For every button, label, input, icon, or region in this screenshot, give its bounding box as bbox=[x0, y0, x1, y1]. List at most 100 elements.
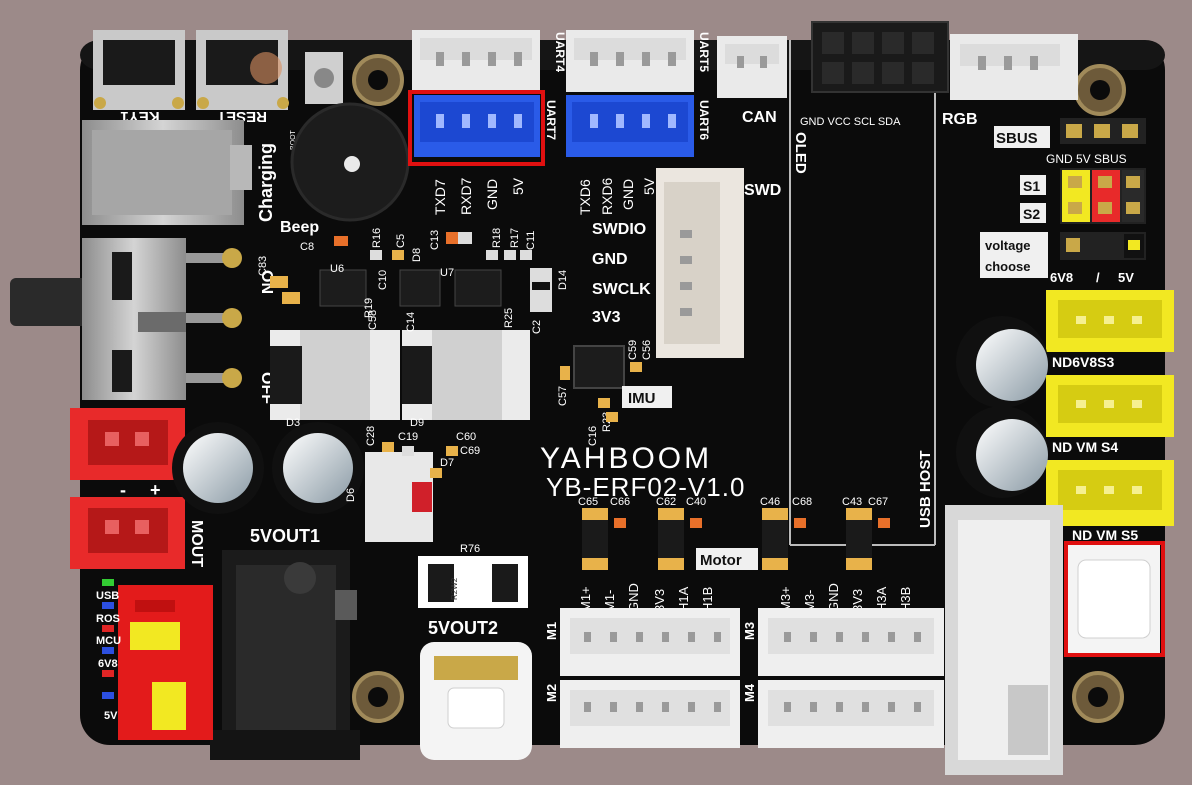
uart7-pin-label: GND bbox=[484, 179, 500, 210]
designator: C10 bbox=[377, 270, 389, 290]
mout-connector bbox=[70, 408, 185, 569]
designator: C62 bbox=[656, 496, 676, 508]
oled-label: OLED bbox=[792, 132, 809, 174]
designator: C28 bbox=[365, 426, 377, 446]
electrolytic-capacitors-left bbox=[172, 422, 364, 514]
choose-label: choose bbox=[985, 259, 1031, 274]
smd-parts bbox=[270, 232, 642, 478]
r2w2-label: R2W2 bbox=[450, 577, 459, 600]
designator: C58 bbox=[367, 310, 379, 330]
power-switch bbox=[10, 238, 242, 400]
led-label-mcu: MCU bbox=[96, 635, 121, 647]
designator: C68 bbox=[792, 496, 812, 508]
voltage-choose-bg bbox=[980, 232, 1048, 278]
uart6-label: UART6 bbox=[697, 100, 711, 140]
s4-pin-labels: ND VM S4 bbox=[1052, 439, 1118, 455]
can-label: CAN bbox=[742, 109, 777, 126]
motor-pin-label: H1A bbox=[676, 586, 691, 612]
uart6-pin-label: TXD6 bbox=[577, 179, 593, 215]
status-leds bbox=[102, 579, 114, 699]
component-designators: C8 C83 U6 R16 C5 C13 R18 R17 C11 D14 U7 … bbox=[257, 228, 888, 508]
voltage-6v8-label: 6V8 bbox=[1050, 270, 1073, 285]
motor-pin-label: H1B bbox=[700, 587, 715, 612]
designator: C11 bbox=[525, 231, 537, 250]
uart6-pin-label: RXD6 bbox=[599, 177, 615, 215]
s2-label: S2 bbox=[1023, 206, 1040, 222]
motor-label: Motor bbox=[700, 552, 742, 569]
shunt-resistor bbox=[418, 556, 528, 608]
boot-button-part bbox=[305, 52, 343, 104]
designator: C59 bbox=[627, 340, 639, 360]
designator: C65 bbox=[578, 496, 598, 508]
key1-button-part bbox=[93, 30, 185, 110]
designator: U7 bbox=[440, 267, 454, 279]
swd-pin-label: 3V3 bbox=[592, 309, 621, 326]
boot-label: BOOT bbox=[290, 129, 297, 150]
swd-label: SWD bbox=[744, 182, 781, 199]
s3-pin-labels: ND6V8S3 bbox=[1052, 354, 1114, 370]
motor-driver-components bbox=[582, 508, 890, 570]
power-inductors bbox=[270, 330, 530, 420]
motor-pin-label: GND bbox=[826, 583, 841, 612]
brand-logo: YAHBOOM bbox=[540, 442, 712, 475]
uart7-pin-label: RXD7 bbox=[458, 177, 474, 215]
designator: U6 bbox=[330, 263, 344, 275]
sbus-pin-labels: GND 5V SBUS bbox=[1046, 152, 1127, 166]
s1-label-bg bbox=[1020, 175, 1046, 195]
usb-c-highlight-box bbox=[1064, 541, 1165, 657]
beep-label: Beep bbox=[280, 219, 319, 236]
swd-pin-label: SWCLK bbox=[592, 281, 651, 298]
motor-pin-label: 3V3 bbox=[850, 589, 865, 612]
usb-c-port-5vout2 bbox=[420, 642, 532, 760]
designator: C56 bbox=[641, 340, 653, 360]
motor-label-bg bbox=[696, 548, 758, 570]
r76-label: R76 bbox=[460, 543, 480, 555]
designator: D3 bbox=[286, 417, 300, 429]
designator: C19 bbox=[398, 431, 418, 443]
led-label-ros: ROS bbox=[96, 613, 120, 625]
swd-pin-label: GND bbox=[592, 251, 628, 268]
uart6-pin-label: GND bbox=[620, 179, 636, 210]
motor-left-pin-labels: M1+ M1- GND 3V3 H1A H1B bbox=[578, 583, 715, 612]
uart7-pin-labels: TXD7 RXD7 GND 5V bbox=[432, 177, 526, 215]
sbus-label-bg bbox=[994, 126, 1050, 148]
servo-connector-s5 bbox=[1046, 460, 1174, 526]
can-connector bbox=[717, 36, 787, 98]
mout-label: MOUT bbox=[188, 520, 205, 567]
uart7-connector bbox=[414, 95, 540, 157]
designator: D6 bbox=[345, 488, 357, 502]
uart6-pin-labels: TXD6 RXD6 GND 5V bbox=[577, 177, 657, 215]
rgb-connector bbox=[950, 34, 1078, 100]
designator: C16 bbox=[587, 426, 599, 446]
motor-connectors bbox=[560, 608, 944, 748]
regulator-chips bbox=[319, 268, 552, 542]
servo-connector-s4 bbox=[1046, 375, 1174, 437]
usb-host-port bbox=[945, 505, 1063, 775]
rgb-label: RGB bbox=[942, 111, 978, 128]
uart7-pin-label: 5V bbox=[510, 177, 526, 195]
motor-pin-label: GND bbox=[626, 583, 641, 612]
5vout2-label: 5VOUT2 bbox=[428, 618, 498, 638]
charging-label: Charging bbox=[256, 143, 276, 222]
s1-label: S1 bbox=[1023, 178, 1040, 194]
reset-button-part bbox=[196, 30, 289, 110]
swd-connector bbox=[656, 168, 744, 358]
sbus-header bbox=[1060, 118, 1146, 144]
designator: C83 bbox=[257, 256, 269, 276]
motor-pin-label: H3B bbox=[898, 587, 913, 612]
m1-label: M1 bbox=[544, 622, 559, 640]
motor-pin-label: M3- bbox=[802, 590, 817, 612]
uart6-pin-label: 5V bbox=[641, 177, 657, 195]
designator: C57 bbox=[557, 386, 569, 406]
motor-pin-label: H3A bbox=[874, 586, 889, 612]
imu-label-bg bbox=[622, 386, 672, 408]
brand-model: YB-ERF02-V1.0 bbox=[546, 472, 745, 502]
designator: R17 bbox=[509, 228, 521, 248]
motor-pin-label: M3+ bbox=[778, 586, 793, 612]
designator: D8 bbox=[411, 248, 423, 262]
voltage-slash-label: / bbox=[1096, 270, 1100, 285]
designator: C2 bbox=[531, 320, 543, 334]
led-label-6v8: 6V8 bbox=[98, 658, 118, 670]
designator: R16 bbox=[371, 228, 383, 248]
